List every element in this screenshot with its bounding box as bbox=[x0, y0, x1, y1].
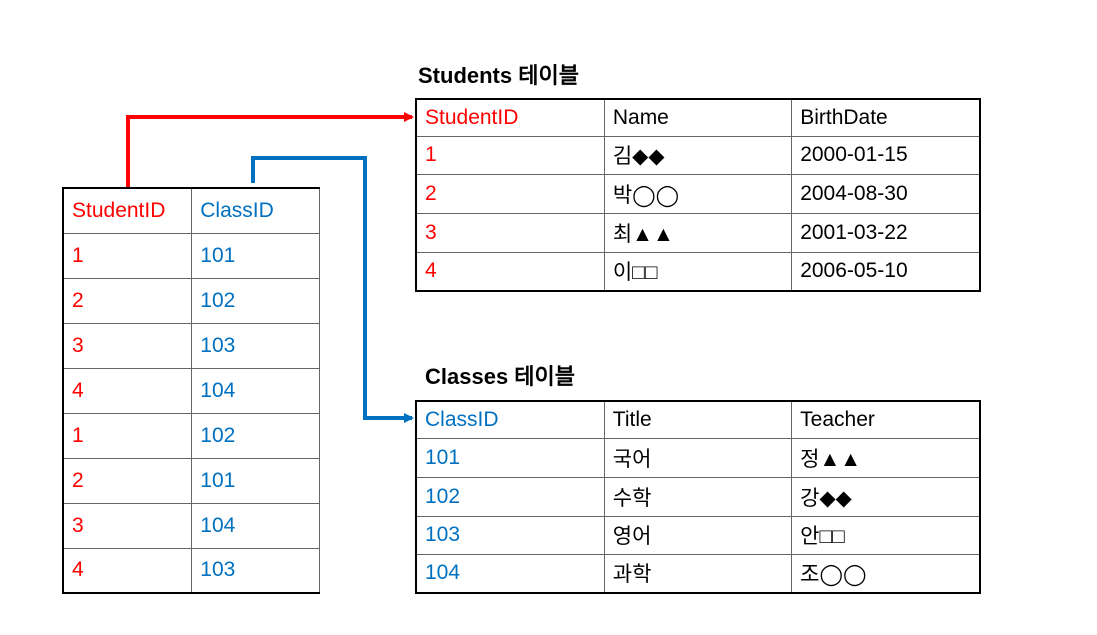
table-cell: 김◆◆ bbox=[603, 135, 793, 175]
classes-table-title: Classes 테이블 bbox=[425, 364, 576, 389]
table-cell: 103 bbox=[415, 515, 605, 555]
table-cell: 1 bbox=[415, 135, 605, 175]
table-cell: 2 bbox=[62, 277, 193, 324]
table-cell: 4 bbox=[62, 367, 193, 414]
table-cell: 102 bbox=[415, 476, 605, 517]
table-cell: 안□□ bbox=[791, 515, 981, 555]
table-cell: 101 bbox=[415, 437, 605, 478]
table-cell: 2000-01-15 bbox=[791, 135, 981, 175]
table-cell: 2001-03-22 bbox=[791, 212, 981, 253]
column-header: StudentID bbox=[415, 98, 605, 137]
column-header: Name bbox=[603, 98, 793, 137]
table-cell: 1 bbox=[62, 232, 193, 279]
table-cell: 4 bbox=[62, 547, 193, 594]
table-cell: 영어 bbox=[603, 515, 793, 555]
table-cell: 과학 bbox=[603, 553, 793, 594]
table-cell: 3 bbox=[415, 212, 605, 253]
column-header: StudentID bbox=[62, 187, 193, 234]
column-header: ClassID bbox=[191, 187, 320, 234]
table-cell: 박◯◯ bbox=[603, 173, 793, 214]
table-cell: 2004-08-30 bbox=[791, 173, 981, 214]
table-cell: 2 bbox=[415, 173, 605, 214]
table-cell: 2006-05-10 bbox=[791, 251, 981, 292]
table-cell: 이□□ bbox=[603, 251, 793, 292]
table-cell: 조◯◯ bbox=[791, 553, 981, 594]
table-cell: 103 bbox=[191, 547, 320, 594]
table-cell: 104 bbox=[415, 553, 605, 594]
table-cell: 3 bbox=[62, 322, 193, 369]
table-cell: 101 bbox=[191, 457, 320, 504]
table-cell: 1 bbox=[62, 412, 193, 459]
column-header: ClassID bbox=[415, 400, 605, 439]
table-cell: 국어 bbox=[603, 437, 793, 478]
table-cell: 수학 bbox=[603, 476, 793, 517]
table-cell: 강◆◆ bbox=[791, 476, 981, 517]
table-cell: 103 bbox=[191, 322, 320, 369]
table-cell: 최▲▲ bbox=[603, 212, 793, 253]
table-cell: 정▲▲ bbox=[791, 437, 981, 478]
table-cell: 4 bbox=[415, 251, 605, 292]
table-cell: 3 bbox=[62, 502, 193, 549]
table-cell: 102 bbox=[191, 412, 320, 459]
table-cell: 2 bbox=[62, 457, 193, 504]
student-id-arrow bbox=[126, 112, 414, 187]
table-cell: 101 bbox=[191, 232, 320, 279]
column-header: Teacher bbox=[791, 400, 981, 439]
table-cell: 104 bbox=[191, 502, 320, 549]
class-id-arrow bbox=[251, 156, 414, 423]
students-table-title: Students 테이블 bbox=[418, 63, 579, 88]
column-header: BirthDate bbox=[791, 98, 981, 137]
table-cell: 102 bbox=[191, 277, 320, 324]
table-cell: 104 bbox=[191, 367, 320, 414]
column-header: Title bbox=[603, 400, 793, 439]
